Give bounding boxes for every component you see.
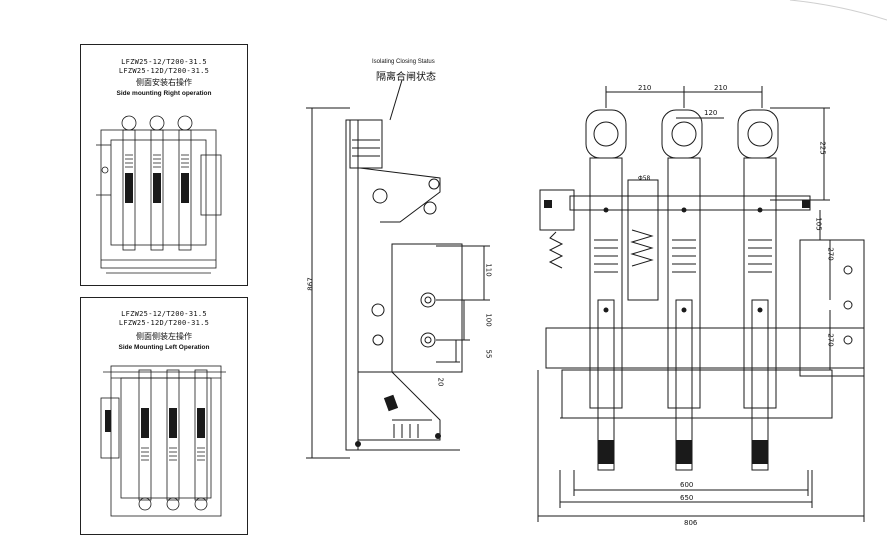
front-dim-650: 650: [680, 494, 694, 502]
panel-left-drawing: [100, 365, 226, 517]
panel-right-title-en: Side mounting Right operation: [116, 90, 212, 97]
front-dim-58: Φ58: [638, 175, 651, 182]
front-dim-105: 105: [814, 217, 823, 231]
panel-left-operation: LFZW25-12/T200-31.5 LFZW25-12D/T200-31.5…: [80, 297, 248, 535]
panel-left-title-cn: 侧面侧装左操作: [136, 332, 192, 341]
side-view-dim-20: 20: [436, 377, 445, 387]
side-view-dim-height: 867: [306, 277, 315, 291]
panel-right-model-line2: LFZW25-12D/T200-31.5: [118, 67, 210, 75]
front-dim-120: 120: [704, 109, 718, 117]
panel-right-model-line1: LFZW25-12/T200-31.5: [121, 58, 207, 66]
side-view-status-cn: 隔离合闸状态: [376, 72, 436, 83]
front-dim-210-left: 210: [638, 84, 652, 92]
side-view-dim-100: 100: [484, 313, 493, 327]
front-dim-210-right: 210: [714, 84, 728, 92]
panel-left-model-line1: LFZW25-12/T200-31.5: [121, 310, 207, 318]
front-dim-806: 806: [684, 519, 698, 527]
panel-left-model-line2: LFZW25-12D/T200-31.5: [118, 319, 210, 327]
panel-right-title-cn: 侧面安装右操作: [136, 78, 192, 87]
front-dim-270-b: 270: [826, 333, 835, 347]
front-dim-270-a: 270: [826, 247, 835, 261]
panel-right-operation: LFZW25-12/T200-31.5 LFZW25-12D/T200-31.5…: [80, 44, 248, 286]
side-view-dim-110: 110: [484, 263, 493, 277]
front-dim-225: 225: [818, 141, 827, 155]
side-view-status-en: Isolating Closing Status: [372, 59, 435, 65]
panel-right-drawing: [96, 115, 222, 274]
panel-left-title-en: Side Mounting Left Operation: [118, 344, 210, 351]
front-dim-600: 600: [680, 481, 694, 489]
side-view-dim-55: 55: [484, 349, 493, 359]
